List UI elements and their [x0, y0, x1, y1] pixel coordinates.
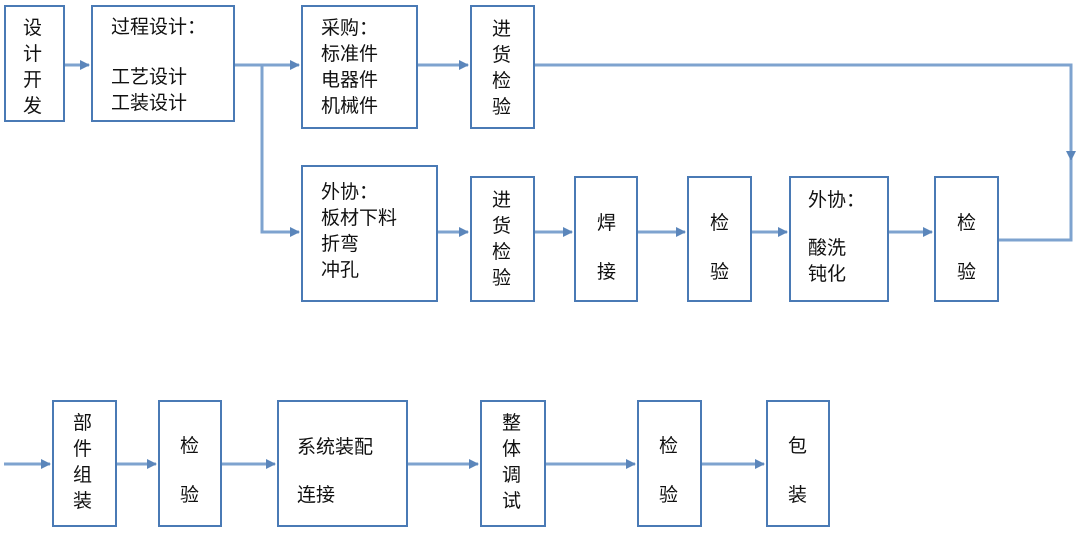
inspection-3-label-1: 检	[180, 435, 200, 457]
outsource-sheet-label: 外协： 板材下料 折弯 冲孔	[321, 181, 398, 281]
welding-label-2: 接	[597, 261, 617, 283]
inspection-1-label-2: 验	[710, 261, 730, 283]
component-assembly-label: 部 件 组 装	[73, 412, 93, 512]
incoming-inspection-top-label: 进 货 检 验	[492, 18, 512, 118]
welding-label-1: 焊	[597, 212, 617, 234]
inspection-4-box: 检 验	[637, 400, 702, 527]
inspection-2-label-1: 检	[957, 212, 977, 234]
inspection-1-box: 检 验	[687, 176, 752, 302]
process-design-box: 过程设计： 工艺设计 工装设计	[91, 5, 235, 122]
process-design-title: 过程设计：	[111, 16, 207, 38]
overall-debug-box: 整 体 调 试	[480, 400, 546, 527]
incoming-inspection-mid-label: 进 货 检 验	[492, 189, 512, 289]
inspection-4-label-1: 检	[659, 435, 679, 457]
incoming-inspection-mid-box: 进 货 检 验	[470, 176, 535, 302]
system-assembly-label-1: 系统装配	[297, 436, 374, 458]
component-assembly-box: 部 件 组 装	[52, 400, 117, 527]
system-assembly-box: 系统装配 连接	[277, 400, 408, 527]
outsource-sheet-box: 外协： 板材下料 折弯 冲孔	[301, 165, 438, 302]
system-assembly-label-2: 连接	[297, 484, 336, 506]
overall-debug-label: 整 体 调 试	[502, 412, 522, 512]
inspection-3-box: 检 验	[158, 400, 222, 527]
line-inspect2-to-merge	[999, 160, 1073, 242]
process-design-item-2: 工装设计	[111, 92, 188, 114]
packaging-box: 包 装	[766, 400, 830, 527]
purchase-label: 采购： 标准件 电器件 机械件	[321, 17, 379, 117]
arrow-process-to-outsource1	[260, 65, 300, 237]
incoming-inspection-top-box: 进 货 检 验	[470, 5, 535, 129]
inspection-1-label-1: 检	[710, 212, 730, 234]
inspection-2-box: 检 验	[934, 176, 999, 302]
packaging-label-2: 装	[788, 484, 808, 506]
outsource-pickling-item-2: 钝化	[808, 263, 847, 285]
inspection-4-label-2: 验	[659, 484, 679, 506]
inspection-3-label-2: 验	[180, 484, 200, 506]
purchase-box: 采购： 标准件 电器件 机械件	[301, 5, 418, 129]
packaging-label-1: 包	[788, 435, 808, 457]
outsource-pickling-box: 外协： 酸洗 钝化	[789, 176, 889, 302]
process-design-item-1: 工艺设计	[111, 66, 188, 88]
outsource-pickling-title: 外协：	[808, 189, 866, 211]
inspection-2-label-2: 验	[957, 261, 977, 283]
welding-box: 焊 接	[574, 176, 638, 302]
design-label: 设 计 开 发	[23, 17, 43, 117]
outsource-pickling-item-1: 酸洗	[808, 237, 847, 259]
design-box: 设 计 开 发	[4, 5, 65, 122]
arrow-incoming-to-merge	[535, 63, 1076, 161]
